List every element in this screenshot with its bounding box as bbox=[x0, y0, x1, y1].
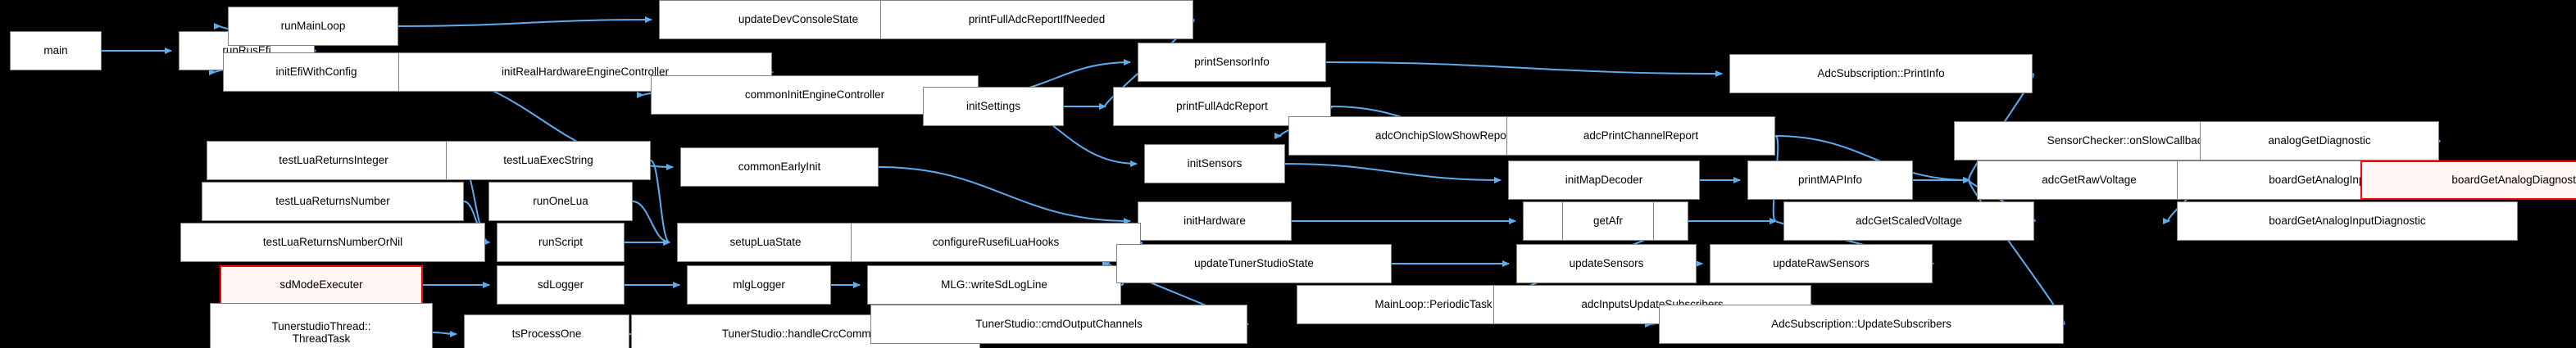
graph-node-initSettings[interactable]: initSettings bbox=[923, 87, 1064, 126]
graph-node-mlgLogger[interactable]: mlgLogger bbox=[687, 265, 831, 305]
graph-node-label: initHardware bbox=[1184, 215, 1246, 228]
graph-node-label: updateDevConsoleState bbox=[738, 13, 859, 26]
graph-node-runMainLoop[interactable]: runMainLoop bbox=[228, 7, 398, 46]
graph-node-label: AdcSubscription::PrintInfo bbox=[1817, 67, 1945, 80]
graph-node-updateRawSensors[interactable]: updateRawSensors bbox=[1710, 244, 1933, 283]
graph-node-label: TunerStudio::handleCrcCommand bbox=[721, 328, 890, 341]
graph-node-label: initMapDecoder bbox=[1565, 174, 1643, 187]
graph-node-testLuaExecString[interactable]: testLuaExecString bbox=[446, 141, 651, 180]
graph-node-label: updateTunerStudioState bbox=[1194, 257, 1314, 270]
graph-edge-testLuaExecString-to-setupLuaState bbox=[650, 160, 670, 246]
graph-node-label: SensorChecker::onSlowCallback bbox=[2047, 134, 2209, 147]
graph-edge-commonEarlyInit-to-initHardware bbox=[878, 166, 1131, 224]
graph-node-configureRusefiLuaHooks[interactable]: configureRusefiLuaHooks bbox=[851, 223, 1141, 262]
graph-node-AdcSubscriptionUpdateSubscribers[interactable]: AdcSubscription::UpdateSubscribers bbox=[1659, 305, 2064, 344]
graph-node-label: commonEarlyInit bbox=[738, 160, 821, 174]
graph-node-label: configureRusefiLuaHooks bbox=[932, 236, 1060, 249]
graph-node-label: boardGetAnalogDiagnostic bbox=[2451, 174, 2576, 187]
graph-node-adcPrintChannelReport[interactable]: adcPrintChannelReport bbox=[1506, 116, 1775, 156]
graph-node-printSensorInfo[interactable]: printSensorInfo bbox=[1138, 43, 1326, 82]
graph-node-adcGetScaledVoltage[interactable]: adcGetScaledVoltage bbox=[1783, 201, 2034, 241]
graph-node-commonEarlyInit[interactable]: commonEarlyInit bbox=[680, 147, 879, 187]
graph-node-initEfiWithConfig[interactable]: initEfiWithConfig bbox=[223, 52, 410, 92]
graph-node-label: adcGetRawVoltage bbox=[2042, 174, 2137, 187]
graph-node-boardGetAnalogDiagnostic[interactable]: boardGetAnalogDiagnostic bbox=[2360, 160, 2576, 200]
graph-node-label: MainLoop::PeriodicTask bbox=[1374, 298, 1492, 311]
graph-node-boardGetAnalogInputDiagnostic2[interactable]: boardGetAnalogInputDiagnostic bbox=[2177, 201, 2518, 241]
graph-node-printFullAdcReportIfNeeded[interactable]: printFullAdcReportIfNeeded bbox=[880, 0, 1193, 39]
graph-node-setupLuaState[interactable]: setupLuaState bbox=[677, 223, 854, 262]
graph-node-adcGetRawVoltage[interactable]: adcGetRawVoltage bbox=[1977, 160, 2201, 200]
graph-edge-initSensors-to-initMapDecoder bbox=[1284, 163, 1502, 183]
graph-node-label: sdLogger bbox=[537, 278, 584, 292]
graph-node-printMAPInfo[interactable]: printMAPInfo bbox=[1747, 160, 1913, 200]
graph-node-label: adcOnchipSlowShowReport bbox=[1374, 129, 1514, 142]
graph-node-label: testLuaExecString bbox=[503, 154, 593, 167]
graph-node-AdcSubscriptionPrintInfo[interactable]: AdcSubscription::PrintInfo bbox=[1729, 54, 2033, 93]
graph-node-label: tsProcessOne bbox=[511, 328, 582, 341]
graph-node-label: main bbox=[43, 44, 68, 57]
graph-node-label: mlgLogger bbox=[733, 278, 785, 292]
graph-node-label: adcPrintChannelReport bbox=[1583, 129, 1699, 142]
graph-node-sdLogger[interactable]: sdLogger bbox=[497, 265, 625, 305]
graph-node-label: printFullAdcReport bbox=[1176, 100, 1268, 113]
graph-node-label: updateSensors bbox=[1569, 257, 1644, 270]
graph-node-label: testLuaReturnsNumberOrNil bbox=[262, 236, 403, 249]
graph-node-runOneLua[interactable]: runOneLua bbox=[488, 182, 633, 221]
graph-node-testLuaReturnsNumberOrNil[interactable]: testLuaReturnsNumberOrNil bbox=[180, 223, 485, 262]
graph-node-TunerStudiocmdOutputChannels[interactable]: TunerStudio::cmdOutputChannels bbox=[870, 305, 1247, 344]
graph-node-label: MLG::writeSdLogLine bbox=[941, 278, 1047, 292]
graph-node-label: boardGetAnalogInputDiagnostic bbox=[2269, 215, 2426, 228]
graph-edge-runMainLoop-to-updateDevConsoleState bbox=[398, 16, 652, 27]
graph-node-label: printFullAdcReportIfNeeded bbox=[968, 13, 1106, 26]
graph-node-label: sdModeExecuter bbox=[279, 278, 363, 292]
graph-node-runScript[interactable]: runScript bbox=[497, 223, 625, 262]
graph-node-label: testLuaReturnsInteger bbox=[279, 154, 388, 167]
graph-node-label: setupLuaState bbox=[729, 236, 802, 249]
graph-node-label: initEfiWithConfig bbox=[275, 66, 357, 79]
graph-node-label: adcGetScaledVoltage bbox=[1856, 215, 1962, 228]
graph-node-tsProcessOne[interactable]: tsProcessOne bbox=[464, 314, 629, 348]
graph-node-label: initSettings bbox=[965, 100, 1021, 113]
graph-node-testLuaReturnsNumber[interactable]: testLuaReturnsNumber bbox=[202, 182, 464, 221]
graph-node-analogGetDiagnostic[interactable]: analogGetDiagnostic bbox=[2200, 121, 2439, 160]
graph-node-label: updateRawSensors bbox=[1773, 257, 1870, 270]
graph-node-label: runScript bbox=[538, 236, 584, 249]
graph-edge-runOneLua-to-setupLuaState bbox=[632, 201, 670, 246]
graph-node-label: testLuaReturnsNumber bbox=[275, 195, 390, 208]
graph-node-label: initRealHardwareEngineController bbox=[501, 66, 670, 79]
graph-node-label: runMainLoop bbox=[280, 20, 346, 33]
graph-node-label: getAfr bbox=[1592, 215, 1624, 228]
graph-node-label: commonInitEngineController bbox=[744, 88, 885, 102]
graph-node-label: printSensorInfo bbox=[1194, 56, 1270, 69]
graph-node-label: initSensors bbox=[1187, 157, 1243, 170]
graph-node-updateTunerStudioState[interactable]: updateTunerStudioState bbox=[1116, 244, 1392, 283]
graph-node-label: TunerStudio::cmdOutputChannels bbox=[975, 318, 1143, 331]
graph-node-getAfr[interactable]: getAfr bbox=[1562, 201, 1654, 241]
graph-node-label: AdcSubscription::UpdateSubscribers bbox=[1771, 318, 1951, 331]
graph-node-label: runOneLua bbox=[533, 195, 588, 208]
graph-node-initHardware[interactable]: initHardware bbox=[1138, 201, 1292, 241]
graph-node-label: TunerstudioThread:: ThreadTask bbox=[271, 319, 371, 345]
graph-edge-printSensorInfo-to-AdcSubscriptionPrintInfo bbox=[1325, 61, 1723, 77]
graph-node-testLuaReturnsInteger[interactable]: testLuaReturnsInteger bbox=[207, 141, 461, 180]
graph-node-main[interactable]: main bbox=[10, 31, 102, 70]
graph-node-label: printMAPInfo bbox=[1797, 174, 1863, 187]
graph-node-updateSensors[interactable]: updateSensors bbox=[1516, 244, 1697, 283]
graph-edge-TunerstudioThreadThreadTask-to-tsProcessOne bbox=[432, 330, 457, 337]
graph-node-TunerstudioThreadThreadTask[interactable]: TunerstudioThread:: ThreadTask bbox=[210, 303, 433, 348]
graph-node-label: analogGetDiagnostic bbox=[2268, 134, 2371, 147]
graph-node-initMapDecoder[interactable]: initMapDecoder bbox=[1508, 160, 1700, 200]
graph-node-initSensors[interactable]: initSensors bbox=[1144, 144, 1285, 183]
graph-node-MLGwriteSdLogLine[interactable]: MLG::writeSdLogLine bbox=[867, 265, 1121, 305]
graph-node-sdModeExecuter[interactable]: sdModeExecuter bbox=[220, 265, 423, 305]
